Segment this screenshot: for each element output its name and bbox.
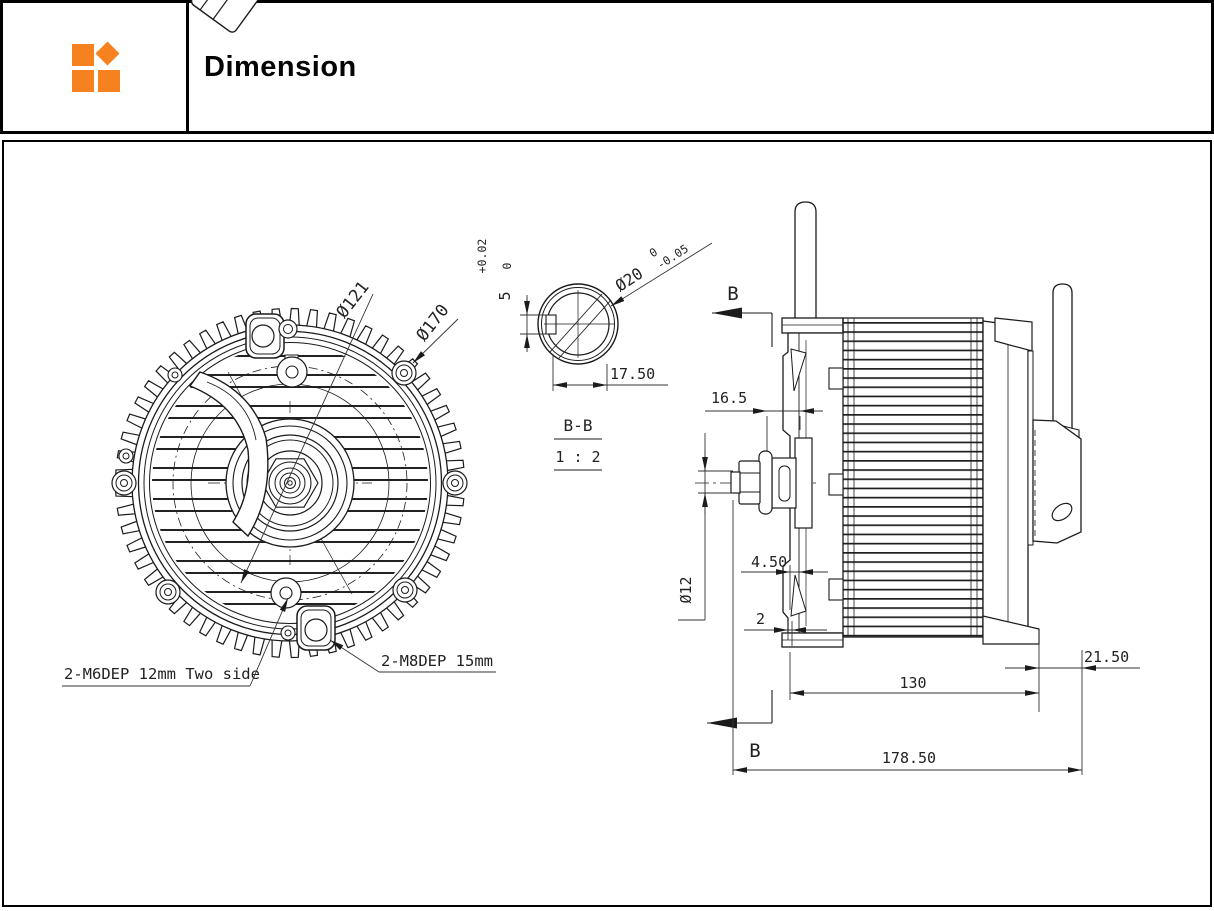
section-title: B-B bbox=[564, 416, 593, 435]
page-title: Dimension bbox=[204, 50, 357, 83]
m8-hole-top bbox=[251, 324, 275, 348]
bracket-slot-hole bbox=[1051, 502, 1073, 522]
dim-bracket-offset: 21.50 bbox=[1084, 648, 1129, 666]
dim-bolt-circle-dia: Ø121 bbox=[333, 278, 374, 323]
cable-gland-assembly bbox=[190, 0, 331, 33]
dim-shaft-dia-20: Ø20 bbox=[612, 264, 647, 296]
bottom-mount-boss bbox=[280, 605, 336, 651]
m6-hole-top bbox=[276, 354, 308, 388]
dim-step-length: 2 bbox=[756, 610, 765, 628]
dim-shaft-dia-12: Ø12 bbox=[677, 576, 695, 603]
phase-cable-left bbox=[794, 201, 817, 324]
shaft-tip bbox=[730, 471, 741, 494]
side-view: B B 16.5 Ø12 4.50 bbox=[677, 201, 1140, 775]
top-mount-boss bbox=[245, 313, 298, 359]
keyway-slot bbox=[545, 314, 557, 335]
note-m8-holes: 2-M8DEP 15mm bbox=[381, 652, 493, 670]
drawing-frame bbox=[2, 140, 1212, 907]
rear-end-bell bbox=[982, 320, 1029, 636]
logo-cell bbox=[3, 3, 189, 131]
dim-front-boss-length: 16.5 bbox=[711, 389, 747, 407]
dim-key-width: 5 bbox=[496, 291, 514, 300]
gland-screw bbox=[167, 367, 183, 383]
dim-flat-to-side: 17.50 bbox=[610, 365, 655, 383]
brand-logo-icon bbox=[71, 41, 120, 92]
section-bb-view: 5 +0.02 0 Ø20 0 -0.05 17.50 B-B 1 : 2 bbox=[475, 239, 713, 471]
section-mark-bottom: B bbox=[749, 740, 760, 762]
wire-guard bbox=[188, 371, 269, 538]
front-view: Ø121 Ø170 2-M6DEP 12mm Two side 2-M8DEP … bbox=[62, 0, 496, 687]
title-block: Dimension bbox=[0, 0, 1214, 134]
phase-cable-right bbox=[1052, 283, 1073, 432]
section-mark-top: B bbox=[727, 283, 738, 305]
rim-ear-lugs bbox=[111, 360, 468, 605]
gland-screw bbox=[118, 448, 134, 464]
dim-overall-length: 178.50 bbox=[882, 749, 936, 767]
shaft-nut bbox=[738, 460, 761, 505]
dim-lip-length: 4.50 bbox=[751, 553, 787, 571]
section-scale: 1 : 2 bbox=[555, 448, 600, 466]
dim-key-tol-upper: +0.02 bbox=[475, 239, 489, 274]
stator-cooling-fins bbox=[842, 317, 984, 638]
note-m6-holes: 2-M6DEP 12mm Two side bbox=[64, 665, 260, 683]
output-shaft-assembly bbox=[695, 437, 818, 529]
dim-body-length: 130 bbox=[899, 674, 926, 692]
dim-key-tol-lower: 0 bbox=[500, 262, 514, 269]
mount-bracket bbox=[1032, 419, 1082, 544]
dim-outer-dia: Ø170 bbox=[413, 301, 454, 346]
m8-hole-bottom bbox=[304, 618, 328, 642]
